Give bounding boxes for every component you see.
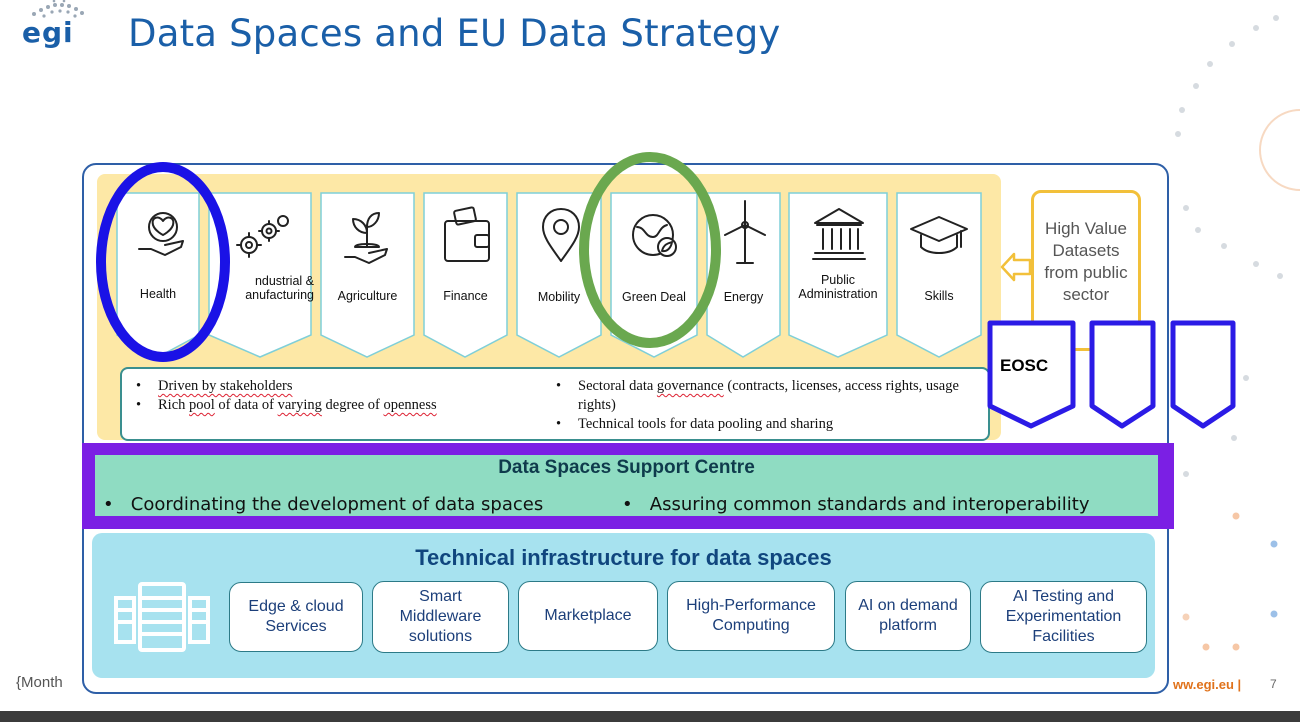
sector-card-mobility (516, 192, 602, 358)
sector-label-industrial: ndustrial & anufacturing (245, 274, 314, 303)
high-value-datasets-box: High Value Datasets from public sector (1031, 190, 1141, 351)
bullet-technical-tools: •Technical tools for data pooling and sh… (556, 416, 834, 432)
eosc-label: EOSC (1000, 356, 1049, 375)
infrastructure-title: Technical infrastructure for data spaces (415, 545, 832, 570)
wallet-icon (444, 206, 490, 262)
sector-bullets-box (120, 367, 990, 441)
server-rack-icon (114, 582, 210, 652)
footer-url[interactable]: ww.egi.eu | (1173, 677, 1242, 692)
arrow-left-icon (1000, 252, 1032, 282)
dssc-bullet-left: • Coordinating the development of data s… (103, 494, 544, 515)
location-pin-icon (542, 208, 580, 262)
page-title: Data Spaces and EU Data Strategy (128, 12, 781, 55)
infra-edge-cloud[interactable]: Edge & cloud Services (229, 582, 363, 652)
infra-ai-testing[interactable]: AI Testing and Experimentation Facilitie… (980, 581, 1147, 653)
bullet-text: Sectoral data governance (contracts, lic… (578, 378, 959, 413)
graduation-cap-icon (910, 216, 968, 254)
sector-label-public-admin: Public Administration (798, 273, 878, 302)
sector-label-agriculture: Agriculture (337, 289, 398, 303)
logo-text: egi (22, 16, 74, 49)
hvd-text: High Value Datasets from public sector (1044, 219, 1128, 304)
dssc-bullet-right: • Assuring common standards and interope… (622, 494, 1090, 515)
decorative-dots (1175, 15, 1300, 651)
sector-label-skills: Skills (924, 289, 954, 303)
bullet-text: Driven by stakeholders (158, 378, 293, 394)
bottom-bar (0, 711, 1300, 722)
sector-card-energy (706, 192, 781, 358)
dssc-panel: Data Spaces Support Centre • Coordinatin… (95, 455, 1158, 516)
sector-label-green-deal: Green Deal (622, 290, 686, 304)
dssc-bullet-left-text: Coordinating the development of data spa… (130, 494, 544, 515)
infra-ai-on-demand[interactable]: AI on demand platform (845, 581, 971, 651)
bullet-stakeholders: •Driven by stakeholders (136, 378, 293, 394)
dssc-bullet-right-text: Assuring common standards and interopera… (649, 494, 1090, 515)
infra-marketplace[interactable]: Marketplace (518, 581, 658, 651)
sector-label-finance: Finance (443, 289, 488, 303)
sector-card-public-admin (788, 192, 888, 358)
egi-logo: egi (18, 0, 98, 50)
gears-icon (236, 215, 289, 258)
footer-date: {Month (16, 674, 63, 691)
wind-turbine-icon (724, 200, 766, 264)
page-number: 7 (1270, 677, 1277, 691)
sector-label-health: Health (139, 287, 177, 301)
sector-card-green-deal (610, 192, 698, 358)
sector-card-finance (423, 192, 508, 358)
sector-label-energy: Energy (723, 290, 764, 304)
infra-smart-middleware[interactable]: Smart Middleware solutions (372, 581, 509, 653)
dssc-title: Data Spaces Support Centre (498, 457, 755, 478)
plant-hand-icon (344, 212, 388, 264)
sector-card-agriculture (320, 192, 415, 358)
bullet-text: Rich pool of data of varying degree of o… (158, 397, 437, 413)
infra-hpc[interactable]: High-Performance Computing (667, 581, 835, 651)
bullet-rich-pool: •Rich pool of data of varying degree of … (136, 397, 437, 413)
bullet-governance: •Sectoral data governance (contracts, li… (556, 378, 959, 413)
sector-label-mobility: Mobility (537, 290, 581, 304)
government-building-icon (812, 208, 866, 260)
bullet-text: Technical tools for data pooling and sha… (578, 416, 834, 432)
logo-dots-icon (32, 0, 84, 18)
